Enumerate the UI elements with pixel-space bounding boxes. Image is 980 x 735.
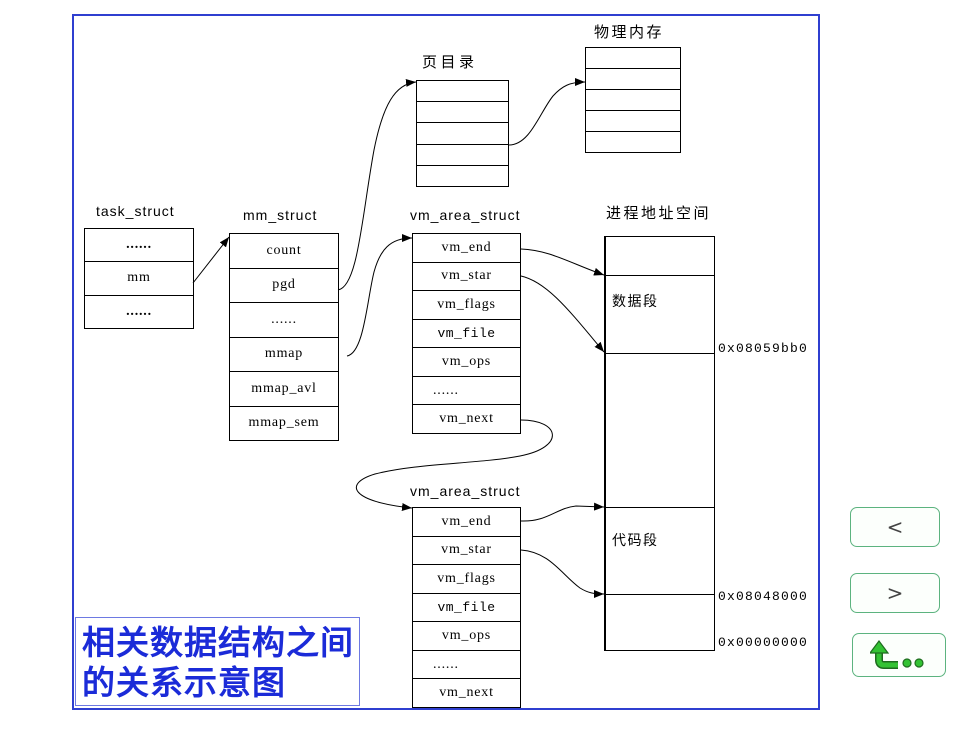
next-label: > bbox=[886, 581, 904, 605]
vm-field-end: vm_end bbox=[441, 513, 492, 529]
mm-struct-box: count pgd ...... mmap mmap_avl mmap_sem bbox=[229, 233, 339, 441]
address-label: 0x08059bb0 bbox=[718, 341, 809, 356]
vm-field-next: vm_next bbox=[413, 404, 520, 433]
page-directory-entry bbox=[417, 143, 508, 165]
page-directory-label: 页目录 bbox=[422, 53, 478, 71]
vm-field-end: vm_end bbox=[441, 239, 492, 255]
page-directory-entry bbox=[417, 164, 508, 186]
vm-area-struct-box: vm_end vm_star vm_flags vm_file vm_ops .… bbox=[412, 507, 521, 708]
vm-field-flags: vm_flags bbox=[413, 564, 520, 593]
vm-area-struct-box: vm_end vm_star vm_flags vm_file vm_ops .… bbox=[412, 233, 521, 434]
physical-memory-label: 物理内存 bbox=[594, 23, 665, 41]
previous-slide-button[interactable]: < bbox=[850, 507, 940, 547]
address-space-box bbox=[604, 236, 715, 651]
vm-field-ops: vm_ops bbox=[413, 347, 520, 376]
vm-field-flags: vm_flags bbox=[413, 290, 520, 319]
diagram-title-line-1: 相关数据结构之间 bbox=[82, 623, 354, 662]
physical-memory-table bbox=[585, 47, 681, 153]
physical-memory-frame bbox=[586, 89, 680, 110]
address-space-divider bbox=[606, 275, 714, 276]
address-label: 0x00000000 bbox=[718, 635, 809, 650]
vm-field: ...... bbox=[413, 649, 520, 679]
address-space-label: 进程地址空间 bbox=[606, 204, 712, 222]
vm-area-struct-label: vm_area_struct bbox=[410, 207, 521, 223]
page-directory-table bbox=[416, 80, 509, 187]
address-label: 0x08048000 bbox=[718, 589, 809, 604]
vm-field-file: vm_file bbox=[413, 318, 520, 348]
task-struct-field: ...... bbox=[85, 294, 193, 328]
vm-field-ops: vm_ops bbox=[413, 621, 520, 650]
vm-field-next: vm_next bbox=[413, 678, 520, 707]
mm-struct-field-mmap-avl: mmap_avl bbox=[230, 371, 338, 406]
physical-memory-frame bbox=[586, 68, 680, 89]
task-struct-box: ...... mm ...... bbox=[84, 228, 194, 329]
mm-struct-field: ...... bbox=[230, 302, 338, 337]
address-space-divider bbox=[606, 594, 714, 595]
vm-field-start: vm_star bbox=[413, 535, 520, 565]
return-button[interactable] bbox=[852, 633, 946, 677]
vm-area-struct-label: vm_area_struct bbox=[410, 483, 521, 499]
vm-field-file: vm_file bbox=[413, 592, 520, 622]
code-segment-label: 代码段 bbox=[612, 533, 659, 549]
physical-memory-frame bbox=[586, 110, 680, 131]
page-directory-entry bbox=[417, 81, 508, 101]
physical-memory-frame bbox=[586, 131, 680, 152]
vm-field-start: vm_star bbox=[413, 261, 520, 291]
task-struct-field: ...... bbox=[126, 237, 152, 253]
task-struct-label: task_struct bbox=[96, 203, 175, 219]
diagram-title-line-2: 的关系示意图 bbox=[82, 663, 286, 702]
mm-struct-field-mmap: mmap bbox=[230, 336, 338, 372]
mm-struct-label: mm_struct bbox=[243, 207, 318, 223]
next-slide-button[interactable]: > bbox=[850, 573, 940, 613]
address-space-divider bbox=[606, 353, 714, 354]
page-directory-entry bbox=[417, 101, 508, 122]
address-space-divider bbox=[606, 507, 714, 508]
task-struct-field-mm: mm bbox=[85, 261, 193, 294]
page-directory-entry bbox=[417, 122, 508, 143]
data-segment-label: 数据段 bbox=[612, 294, 659, 310]
slide-frame bbox=[72, 14, 820, 710]
physical-memory-frame bbox=[586, 48, 680, 68]
return-icon bbox=[870, 640, 924, 669]
previous-label: < bbox=[886, 515, 904, 539]
mm-struct-field-mmap-sem: mmap_sem bbox=[230, 405, 338, 441]
mm-struct-field-pgd: pgd bbox=[230, 267, 338, 303]
mm-struct-field-count: count bbox=[266, 242, 302, 258]
vm-field: ...... bbox=[413, 375, 520, 405]
diagram-title-box: 相关数据结构之间 的关系示意图 bbox=[75, 617, 360, 706]
